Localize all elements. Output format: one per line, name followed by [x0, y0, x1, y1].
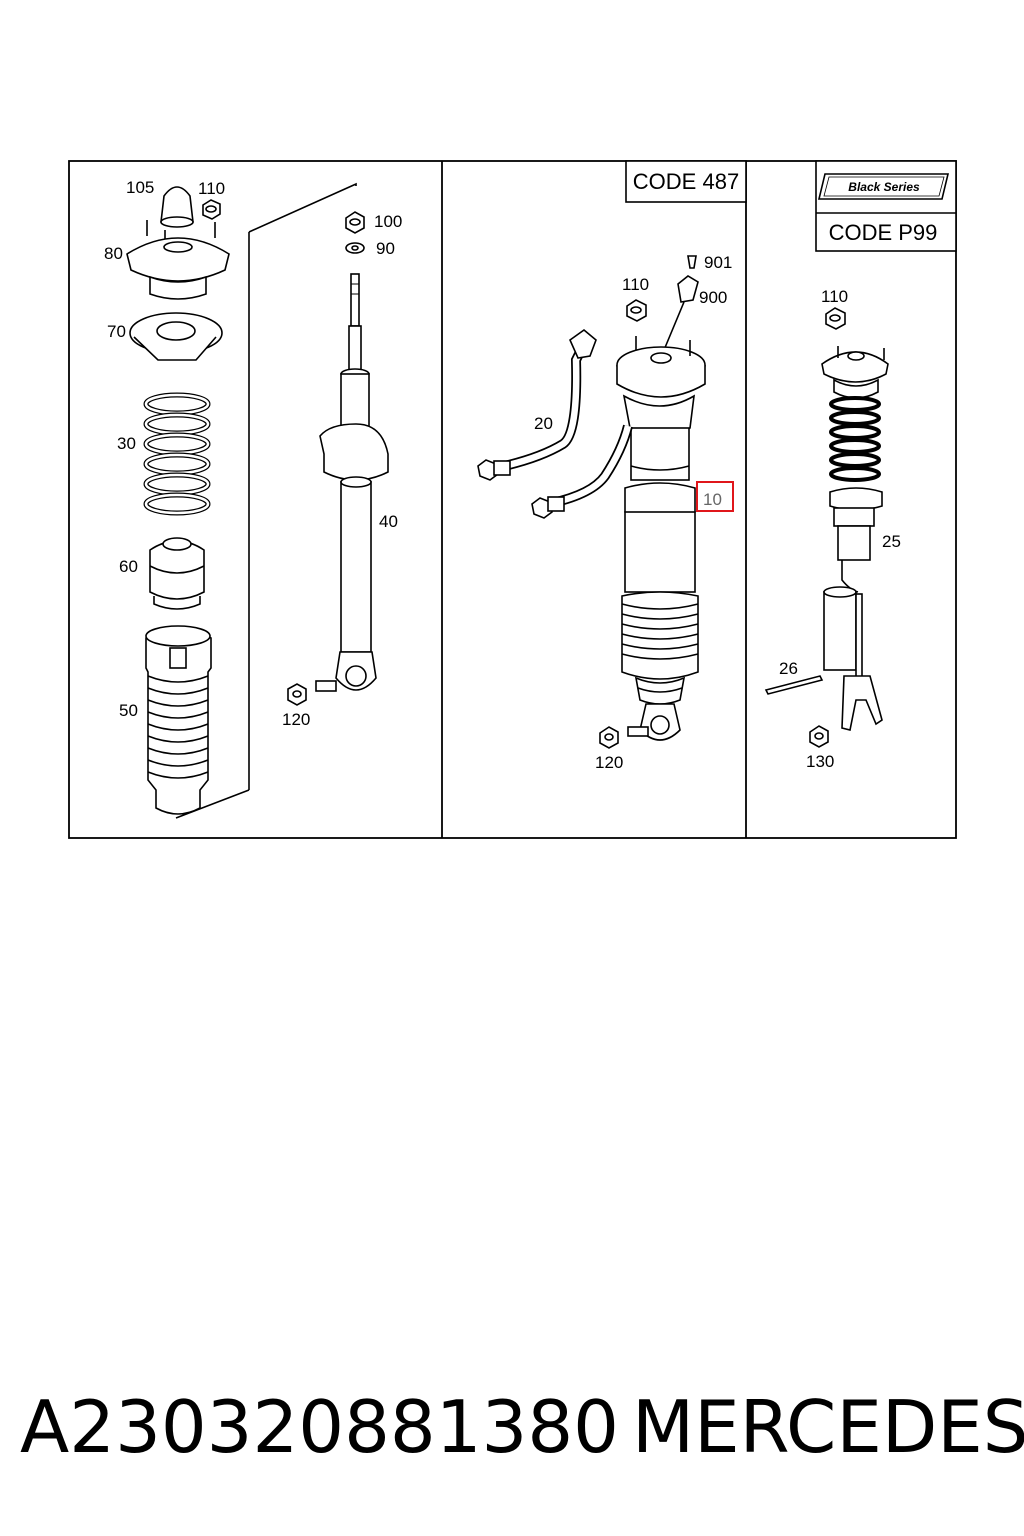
callout-120-left: 120 — [282, 710, 310, 729]
code-487-box: CODE 487 — [625, 160, 747, 203]
callout-80: 80 — [104, 244, 123, 263]
highlight-box-10 — [696, 481, 734, 512]
callout-26: 26 — [779, 659, 798, 678]
nut-130 — [809, 725, 829, 748]
nut-100 — [345, 211, 365, 234]
callout-90: 90 — [376, 239, 395, 258]
callout-100: 100 — [374, 212, 402, 231]
callout-20: 20 — [534, 414, 553, 433]
coil-spring-30 — [143, 373, 211, 516]
coilover-25 — [821, 346, 889, 731]
air-hose-20 — [477, 328, 633, 519]
valve-901 — [687, 255, 697, 269]
callout-110-left: 110 — [198, 179, 225, 198]
strut-mount-80 — [126, 220, 230, 300]
strap-26 — [764, 675, 824, 695]
black-series-text: Black Series — [848, 180, 920, 194]
assembly-bracket — [248, 182, 357, 233]
callout-110-center: 110 — [622, 275, 649, 294]
bump-cap-105 — [160, 186, 194, 228]
part-number: A230320881380 — [20, 1385, 619, 1469]
nut-110-center — [626, 299, 647, 322]
nut-110-right — [825, 307, 846, 330]
callout-60: 60 — [119, 557, 138, 576]
air-strut-10 — [616, 336, 706, 741]
callout-25: 25 — [882, 532, 901, 551]
nut-120-center — [599, 726, 619, 749]
callout-130: 130 — [806, 752, 834, 771]
black-series-badge — [817, 173, 950, 200]
bump-stop-60 — [149, 537, 205, 610]
spring-seat-70 — [129, 312, 223, 361]
black-series-box: Black Series CODE P99 — [815, 160, 957, 252]
callout-110-right: 110 — [821, 287, 848, 306]
footer-caption: A230320881380 MERCEDES — [0, 1372, 1024, 1482]
callout-10: 10 — [703, 490, 722, 509]
callout-50: 50 — [119, 701, 138, 720]
valve-900 — [677, 275, 699, 303]
make-label: MERCEDES — [632, 1385, 1024, 1469]
nut-120-left — [287, 683, 307, 706]
callout-901: 901 — [704, 253, 732, 272]
diagram-frame — [68, 160, 957, 839]
callout-40: 40 — [379, 512, 398, 531]
callout-105: 105 — [126, 178, 154, 197]
callout-70: 70 — [107, 322, 126, 341]
callout-900: 900 — [699, 288, 727, 307]
dust-boot-50 — [145, 625, 212, 815]
callout-30: 30 — [117, 434, 136, 453]
code-p99-label: CODE P99 — [829, 220, 938, 245]
shock-absorber-40 — [315, 273, 389, 692]
washer-90 — [345, 242, 365, 254]
nut-110-left — [202, 199, 221, 220]
code-487-label: CODE 487 — [633, 169, 739, 194]
callout-120-center: 120 — [595, 753, 623, 772]
